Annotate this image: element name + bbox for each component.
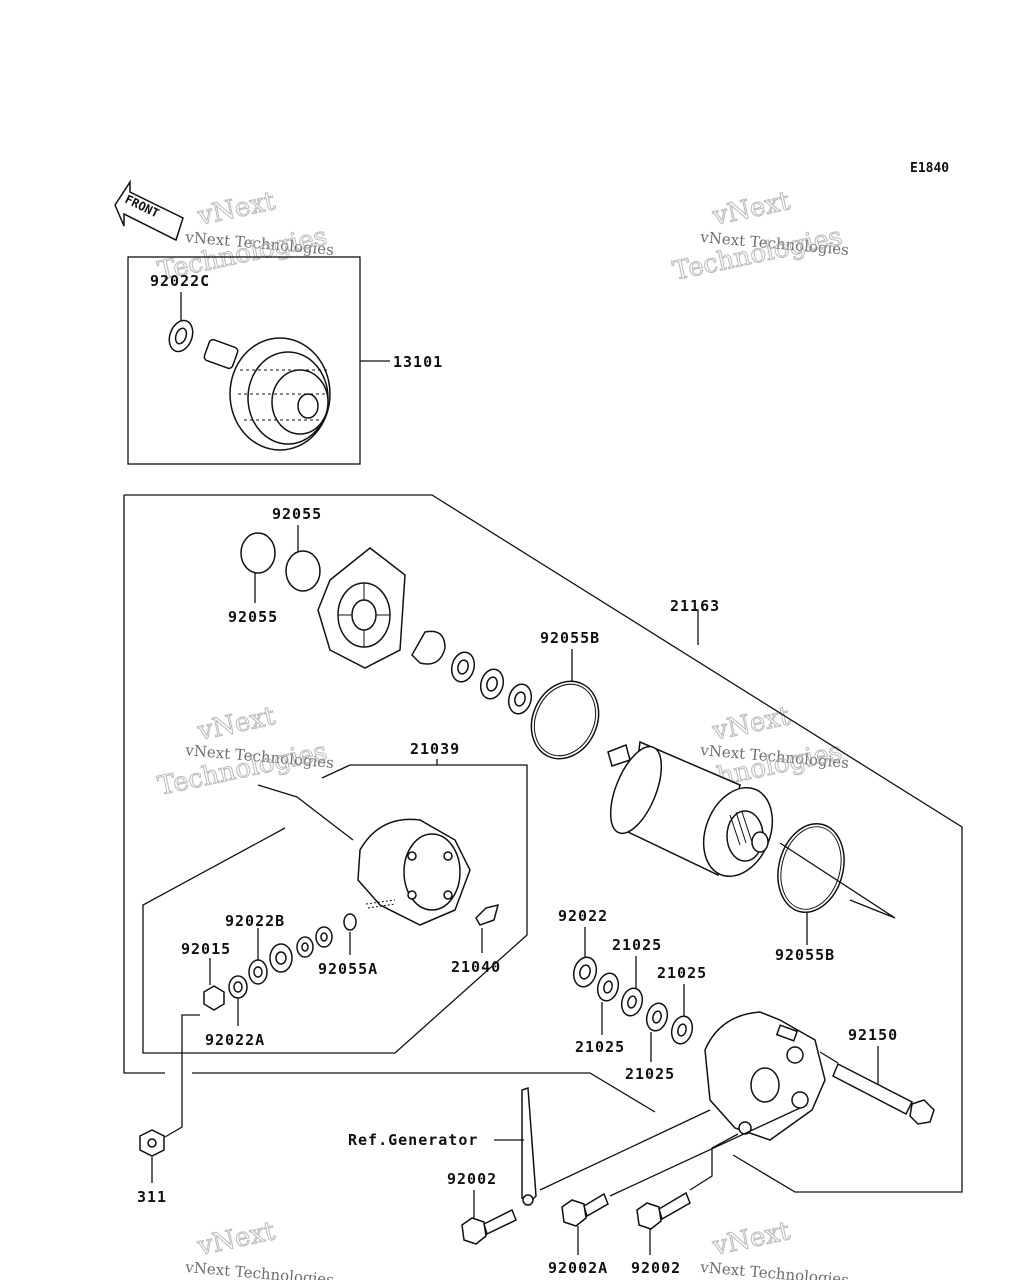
svg-text:vNext: vNext	[194, 186, 278, 232]
svg-text:vNext: vNext	[709, 186, 793, 232]
svg-text:vNext: vNext	[194, 701, 278, 747]
nut-311: 311	[137, 1014, 200, 1206]
diagram-code: E1840	[910, 161, 949, 176]
ref-generator-bracket: Ref.Generator	[348, 1086, 711, 1206]
starter-motor-assembly-outline: 21163	[123, 494, 963, 1193]
svg-text:vNext Technologies: vNext Technologies	[184, 1258, 335, 1280]
front-arrow-icon: FRONT	[114, 179, 184, 242]
label-21025-d: 21025	[625, 1065, 675, 1083]
label-21163: 21163	[670, 597, 720, 615]
mounting-bolts: 92002 92002A 92002	[447, 1107, 801, 1277]
label-311: 311	[137, 1188, 167, 1206]
svg-text:vNext: vNext	[194, 1216, 278, 1262]
front-cover	[317, 547, 406, 669]
label-92022c: 92022C	[150, 272, 210, 290]
label-21025-c: 21025	[657, 964, 707, 982]
end-shims-group: 92022 21025 21025 21025 21025	[558, 907, 707, 1083]
label-92015: 92015	[181, 940, 231, 958]
label-92002a: 92002A	[548, 1259, 608, 1277]
label-92055a: 92055A	[318, 960, 378, 978]
rear-cover	[704, 1011, 826, 1141]
label-21039: 21039	[410, 740, 460, 758]
label-92055b-top: 92055B	[540, 629, 600, 647]
starter-clutch-group: 13101 92022C	[127, 256, 443, 465]
label-13101: 13101	[393, 353, 443, 371]
motor-yoke	[607, 740, 774, 878]
label-92002-left: 92002	[447, 1170, 497, 1188]
svg-text:Technologies: Technologies	[670, 222, 845, 287]
label-92055b-bottom: 92055B	[775, 946, 835, 964]
brush-holder-group: 21039 21040 92055A 92022B 92022A	[142, 740, 528, 1054]
label-92022a: 92022A	[205, 1031, 265, 1049]
svg-text:vNext: vNext	[709, 701, 793, 747]
svg-text:vNext Technologies: vNext Technologies	[699, 1258, 850, 1280]
o-ring-92055b-bottom: 92055B	[775, 823, 896, 964]
label-92002-right: 92002	[631, 1259, 681, 1277]
label-92022: 92022	[558, 907, 608, 925]
label-21025-a: 21025	[575, 1038, 625, 1056]
ref-generator-label: Ref.Generator	[348, 1131, 478, 1149]
label-92055-top: 92055	[272, 505, 322, 523]
o-ring-92055b-top: 92055B	[530, 629, 600, 760]
through-bolt-92150: 92150	[819, 1026, 935, 1125]
label-92022b: 92022B	[225, 912, 285, 930]
label-92150: 92150	[848, 1026, 898, 1044]
label-21040: 21040	[451, 958, 501, 976]
shim-washers	[411, 630, 533, 715]
o-ring-group-92055: 92055 92055	[228, 505, 322, 626]
label-21025-b: 21025	[612, 936, 662, 954]
label-92055-bottom: 92055	[228, 608, 278, 626]
svg-text:vNext: vNext	[709, 1216, 793, 1262]
